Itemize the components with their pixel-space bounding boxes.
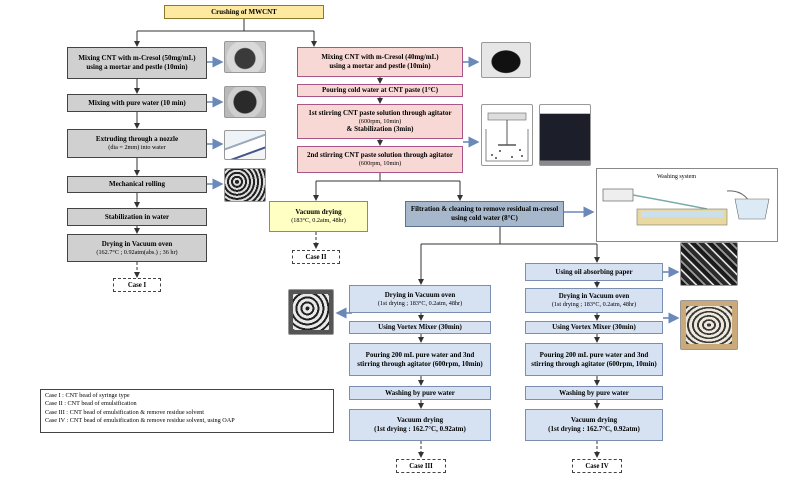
case4-pouring-title: Pouring 200 mL pure water and 3nd xyxy=(539,350,649,359)
case4-vacuum-drying-box: Vacuum drying (1st drying : 162.7°C, 0.9… xyxy=(525,409,663,441)
left-water-box: Mixing with pure water (10 min) xyxy=(67,94,207,112)
filtration-box: Filtration & cleaning to remove residual… xyxy=(405,201,564,227)
oil-paper-beads-photo xyxy=(680,242,738,286)
case3-drying-sub: (1st drying ; 183°C, 0.2atm, 48hr) xyxy=(377,299,463,307)
case4-washing-title: Washing by pure water xyxy=(559,388,629,397)
case4-drying-title: Drying in Vacuum oven xyxy=(558,292,630,301)
mortar-photo xyxy=(224,41,266,73)
case-iv-text: Case IV xyxy=(585,462,609,470)
left-mixing-box: Mixing CNT with m-Cresol (50mg/mL) using… xyxy=(67,47,207,79)
case-ii-label: Case II xyxy=(292,250,340,264)
center-pouring-box: Pouring cold water at CNT paste (1°C) xyxy=(297,84,463,97)
cnt-solution-beaker-photo xyxy=(539,104,591,166)
case3-vacuum-title: Vacuum drying xyxy=(396,416,444,425)
washing-system-diagram: Washing system xyxy=(596,168,778,242)
case4-drying-box: Drying in Vacuum oven (1st drying ; 183°… xyxy=(525,288,663,313)
case4-pouring-sub: stirring through agitator (600rpm, 10min… xyxy=(531,359,657,368)
case3-vortex-title: Using Vortex Mixer (30min) xyxy=(378,323,462,332)
case4-vortex-title: Using Vortex Mixer (30min) xyxy=(552,323,636,332)
case-ii-text: Case II xyxy=(305,253,327,261)
filtration-sub: using cold water (8°C) xyxy=(451,214,518,222)
case3-drying-title: Drying in Vacuum oven xyxy=(384,290,456,299)
center-mixing-box: Mixing CNT with m-Cresol (40mg/mL) using… xyxy=(297,47,463,77)
case-iii-text: Case III xyxy=(409,462,433,470)
case4-oil-paper-box: Using oil absorbing paper xyxy=(525,263,663,281)
crushing-mwcnt-header: Crushing of MWCNT xyxy=(164,5,324,19)
left-drying-title: Drying in Vacuum oven xyxy=(101,239,173,248)
left-mixing-title: Mixing CNT with m-Cresol (50mg/mL) xyxy=(78,54,196,63)
case3-vortex-box: Using Vortex Mixer (30min) xyxy=(349,321,491,334)
center-mixing-title: Mixing CNT with m-Cresol (40mg/mL) xyxy=(321,53,439,62)
case-legend: Case I : CNT bead of syringe type Case I… xyxy=(40,389,334,433)
case3-vacuum-sub: (1st drying : 162.7°C, 0.92atm) xyxy=(374,425,466,433)
legend-case-iv: Case IV : CNT bead of emulsification & r… xyxy=(45,417,235,425)
case-iii-label: Case III xyxy=(396,459,446,473)
case3-washing-box: Washing by pure water xyxy=(349,386,491,400)
left-stabilization-box: Stabilization in water xyxy=(67,208,207,226)
case4-washing-box: Washing by pure water xyxy=(525,386,663,400)
case3-drying-box: Drying in Vacuum oven (1st drying ; 183°… xyxy=(349,285,491,313)
case3-pouring-title: Pouring 200 mL pure water and 3nd xyxy=(365,350,475,359)
center-stir2-box: 2nd stirring CNT paste solution through … xyxy=(297,146,463,173)
center-mixing-sub: using a mortar and pestle (10min) xyxy=(329,62,431,70)
case3-beads-texture xyxy=(293,294,329,330)
case4-oven-tray-photo xyxy=(680,300,738,350)
agitator-icon xyxy=(485,112,529,162)
legend-case-iii: Case III : CNT bead of emulsification & … xyxy=(45,408,204,416)
header-label: Crushing of MWCNT xyxy=(211,7,277,16)
left-mixing-sub: using a mortar and pestle (10min) xyxy=(86,63,188,71)
left-extrude-title: Extruding through a nozzle xyxy=(95,135,179,144)
washing-system-icon xyxy=(602,188,770,226)
center-stir2-sub: (600rpm, 10min) xyxy=(358,160,402,167)
case-i-label: Case I xyxy=(113,278,161,292)
case3-pouring-box: Pouring 200 mL pure water and 3nd stirri… xyxy=(349,343,491,376)
case2-vacuum-drying-box: Vacuum drying (183°C, 0.2atm, 48hr) xyxy=(269,201,368,232)
washing-system-label: Washing system xyxy=(657,174,697,180)
case-i-text: Case I xyxy=(127,281,147,289)
case4-drying-sub: (1st drying ; 183°C, 0.2atm, 48hr) xyxy=(551,301,637,308)
left-extrude-sub: (dia = 2mm) into water xyxy=(108,144,166,151)
center-pouring-title: Pouring cold water at CNT paste (1°C) xyxy=(321,86,439,95)
center-stir1-title: 1st stirring CNT paste solution through … xyxy=(308,108,452,117)
left-drying-sub: (162.7°C ; 0.92atm(abs.) ; 36 hr) xyxy=(96,248,178,256)
agitator-diagram xyxy=(481,104,533,166)
case4-vacuum-title: Vacuum drying xyxy=(570,416,618,425)
case2-vacuum-title: Vacuum drying xyxy=(295,208,342,217)
legend-case-i: Case I : CNT bead of syringe type xyxy=(45,392,130,399)
case2-vacuum-sub: (183°C, 0.2atm, 48hr) xyxy=(291,217,346,224)
center-stir1-sub2: & Stabilization (3min) xyxy=(346,125,414,134)
case4-oil-title: Using oil absorbing paper xyxy=(555,267,633,276)
case4-beads-texture xyxy=(686,306,732,344)
case3-pouring-sub: stirring through agitator (600rpm, 10min… xyxy=(357,359,483,368)
filtration-title: Filtration & cleaning to remove residual… xyxy=(410,205,559,214)
rolled-beads-photo xyxy=(224,168,266,202)
left-stabilization-title: Stabilization in water xyxy=(104,212,170,221)
legend-case-ii: Case II : CNT bead of emulsification xyxy=(45,400,137,408)
left-water-title: Mixing with pure water (10 min) xyxy=(88,98,186,107)
case3-oven-tray-photo xyxy=(288,289,334,335)
nozzle-syringe-photo xyxy=(224,130,266,160)
left-drying-box: Drying in Vacuum oven (162.7°C ; 0.92atm… xyxy=(67,234,207,262)
mixing-water-photo xyxy=(224,86,266,118)
case4-vacuum-sub: (1st drying : 162.7°C, 0.92atm) xyxy=(548,425,640,433)
left-rolling-box: Mechanical rolling xyxy=(67,176,207,193)
case-iv-label: Case IV xyxy=(572,459,622,473)
left-extrude-box: Extruding through a nozzle (dia = 2mm) i… xyxy=(67,129,207,158)
case4-vortex-box: Using Vortex Mixer (30min) xyxy=(525,321,663,334)
left-rolling-title: Mechanical rolling xyxy=(108,180,166,189)
center-stir2-title: 2nd stirring CNT paste solution through … xyxy=(307,151,453,160)
center-stir1-sub: (600rpm, 10min) xyxy=(358,117,402,125)
case3-washing-title: Washing by pure water xyxy=(385,388,455,397)
case3-vacuum-drying-box: Vacuum drying (1st drying : 162.7°C, 0.9… xyxy=(349,409,491,441)
case4-pouring-box: Pouring 200 mL pure water and 3nd stirri… xyxy=(525,343,663,376)
cnt-paste-photo xyxy=(481,42,531,78)
center-stir1-box: 1st stirring CNT paste solution through … xyxy=(297,104,463,139)
